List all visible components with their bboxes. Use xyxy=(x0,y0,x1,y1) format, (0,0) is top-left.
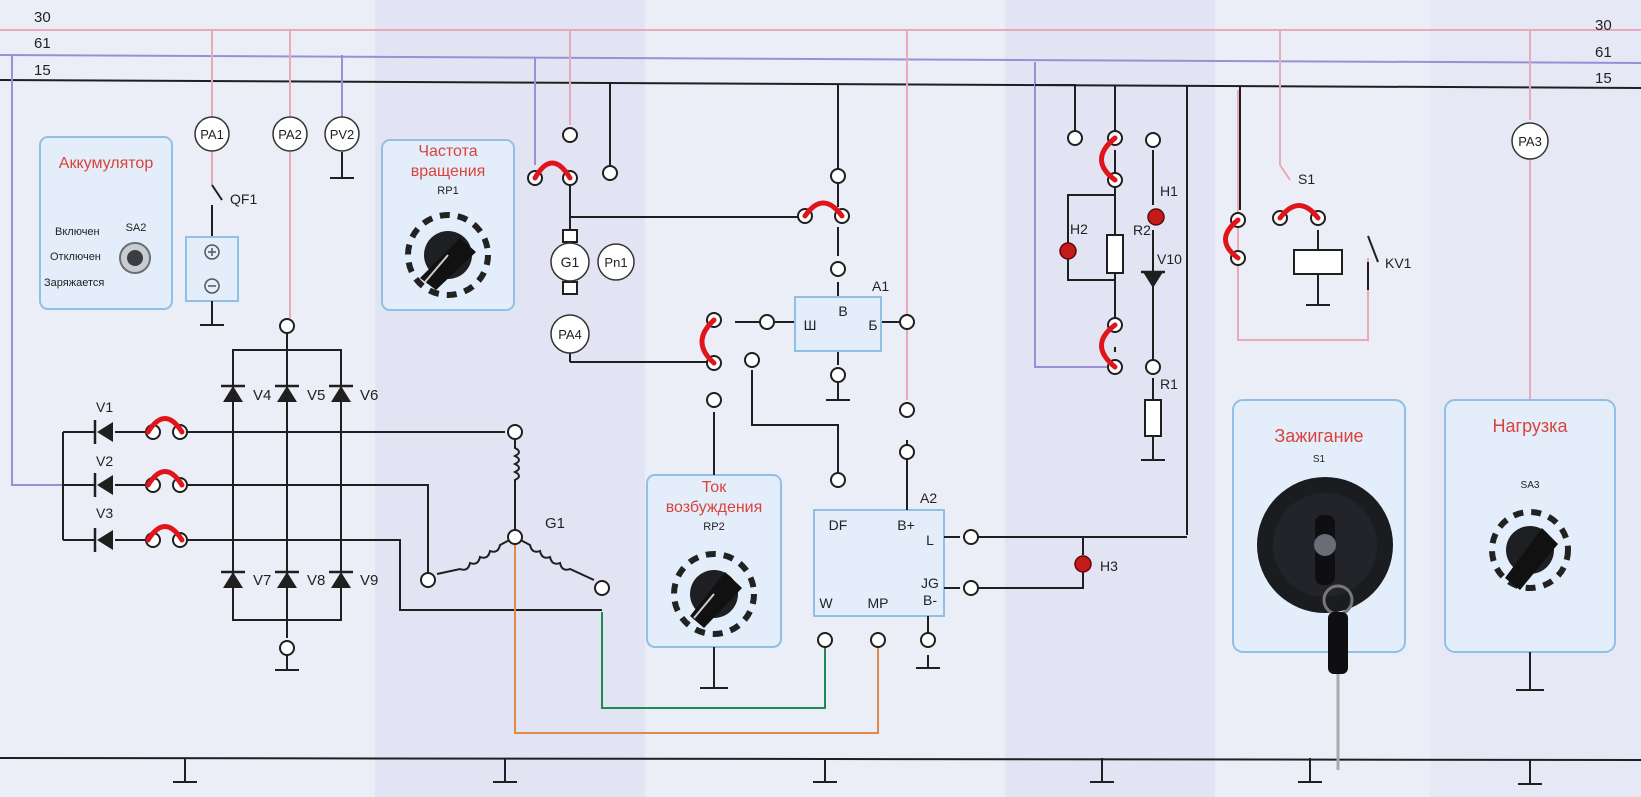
resistor-r2-label: R2 xyxy=(1133,222,1151,238)
svg-text:PA4: PA4 xyxy=(558,327,582,342)
battery-charging-label: Заряжается xyxy=(44,277,104,289)
speed-panel: Частота вращения RP1 xyxy=(381,139,515,311)
battery-off-label: Отключен xyxy=(50,251,101,263)
diode-v9-label: V9 xyxy=(360,572,378,589)
a2-bplus: B+ xyxy=(897,517,915,533)
breaker-label: QF1 xyxy=(230,191,257,207)
ignition-panel: Зажигание S1 xyxy=(1232,399,1406,770)
bus-15-label-right: 15 xyxy=(1595,70,1612,87)
diode-v5-label: V5 xyxy=(307,387,325,404)
ground-ticks xyxy=(173,758,1542,785)
diode-v10 xyxy=(1141,270,1165,288)
meter-pa3: PA3 xyxy=(1511,122,1549,160)
generator-label: G1 xyxy=(545,515,565,532)
a2-df: DF xyxy=(829,517,848,533)
a2-l: L xyxy=(926,532,934,548)
field-title-2: возбуждения xyxy=(666,499,763,516)
field-title-1: Ток xyxy=(702,479,727,496)
meter-pa4: PA4 xyxy=(550,314,590,354)
ignition-switch-label: S1 xyxy=(1313,454,1326,465)
field-current-panel: Ток возбуждения RP2 xyxy=(646,474,782,689)
diode-v10-label: V10 xyxy=(1157,251,1182,267)
generator-g1-winding xyxy=(436,432,595,581)
bus-30-label-right: 30 xyxy=(1595,17,1612,34)
resistor-r1-label: R1 xyxy=(1160,376,1178,392)
bus-15-label-left: 15 xyxy=(34,62,51,79)
speed-knob-label: RP1 xyxy=(437,185,458,197)
ignition-title: Зажигание xyxy=(1274,426,1363,446)
bus61-drops xyxy=(11,55,1108,486)
a2-wiring xyxy=(906,440,1187,669)
battery-on-label: Включен xyxy=(55,226,100,238)
svg-text:PV2: PV2 xyxy=(330,127,355,142)
battery-switch-label: SA2 xyxy=(126,222,147,234)
lamp-h1-indicator xyxy=(1147,208,1165,226)
bus-61-label-left: 61 xyxy=(34,35,51,52)
field-knob-label: RP2 xyxy=(703,521,724,533)
diode-v8-label: V8 xyxy=(307,572,325,589)
bus-lines xyxy=(0,29,1641,761)
diodes-vertical xyxy=(221,384,353,588)
battery-title: Аккумулятор xyxy=(59,155,154,172)
load-knob-sa3[interactable] xyxy=(1489,509,1571,591)
a2-jg: JG xyxy=(921,575,939,591)
lamp-h1-label: H1 xyxy=(1160,183,1178,199)
meter-pa1: PA1 xyxy=(194,116,230,152)
meter-g1: G1 xyxy=(550,242,590,282)
lamp-h2-label: H2 xyxy=(1070,221,1088,237)
diode-v2-label: V2 xyxy=(96,453,113,469)
ignition-key-switch[interactable] xyxy=(1257,477,1393,770)
a1-name: A1 xyxy=(872,278,889,294)
breaker-qf1: QF1 xyxy=(185,150,257,326)
load-switch-label: SA3 xyxy=(1521,480,1540,491)
load-panel: Нагрузка SA3 xyxy=(1444,399,1616,691)
svg-text:PA1: PA1 xyxy=(200,127,224,142)
diodes-horizontal xyxy=(93,420,113,552)
lamp-h2-indicator xyxy=(1059,242,1077,260)
bus-30-label-left: 30 xyxy=(34,9,51,26)
speed-knob-rp1[interactable] xyxy=(405,212,491,298)
relay-contact-label: KV1 xyxy=(1385,255,1412,271)
a2-name: A2 xyxy=(920,490,937,506)
a1-sh: Ш xyxy=(804,317,817,333)
meter-pa2: PA2 xyxy=(272,116,308,152)
regulator-a1: A1 Ш В Б xyxy=(794,278,889,352)
diode-v3-label: V3 xyxy=(96,505,113,521)
relay-kv1 xyxy=(1279,164,1379,306)
meter-pn1: Pn1 xyxy=(597,243,635,281)
svg-text:PA3: PA3 xyxy=(1518,134,1542,149)
battery-panel: Аккумулятор SA2 Включен Отключен Заряжае… xyxy=(39,136,173,310)
lamp-h3-indicator xyxy=(1074,555,1092,573)
diode-v6-label: V6 xyxy=(360,387,378,404)
svg-text:G1: G1 xyxy=(561,254,580,270)
svg-text:Pn1: Pn1 xyxy=(604,255,627,270)
a1-b: В xyxy=(838,303,847,319)
a2-bminus: B- xyxy=(923,592,937,608)
load-title: Нагрузка xyxy=(1493,416,1569,436)
relay-switch-label: S1 xyxy=(1298,171,1315,187)
a2-mp: MP xyxy=(868,595,889,611)
diode-v7-label: V7 xyxy=(253,572,271,589)
speed-title-2: вращения xyxy=(411,163,486,180)
bus15-drops xyxy=(609,82,1241,535)
jumpers[interactable] xyxy=(145,135,1321,543)
diode-v4-label: V4 xyxy=(253,387,271,404)
bus-61-label-right: 61 xyxy=(1595,44,1612,61)
a1-bb: Б xyxy=(868,317,877,333)
svg-text:PA2: PA2 xyxy=(278,127,302,142)
speed-title-1: Частота xyxy=(418,143,477,160)
battery-toggle-switch[interactable] xyxy=(119,242,151,274)
field-knob-rp2[interactable] xyxy=(671,551,757,637)
regulator-a2: A2 DF B+ L JG B- W MP xyxy=(813,490,945,617)
green-wire xyxy=(601,612,826,709)
orange-wire xyxy=(514,540,879,734)
diode-v1-label: V1 xyxy=(96,399,113,415)
lamp-h3-label: H3 xyxy=(1100,558,1118,574)
meter-pv2: PV2 xyxy=(324,116,360,179)
a2-w: W xyxy=(819,595,833,611)
